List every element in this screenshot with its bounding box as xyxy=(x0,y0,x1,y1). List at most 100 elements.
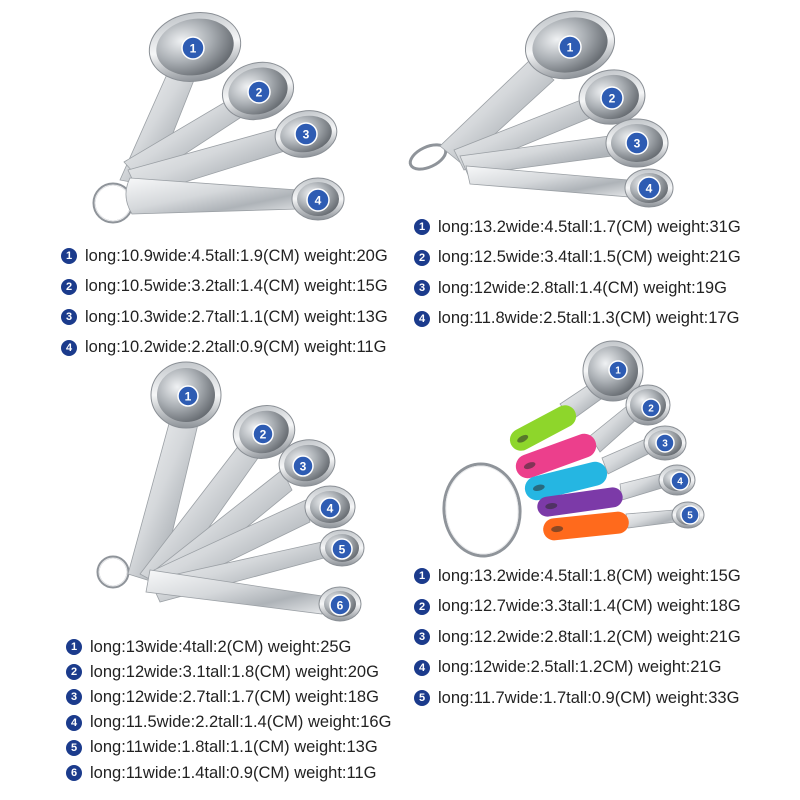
spec-list-set-4: 1 long:13.2wide:4.5tall:1.8(CM) weight:1… xyxy=(414,561,741,714)
spoon-6: 6 xyxy=(145,569,362,622)
number-badge: 5 xyxy=(66,739,82,756)
spoon-number-badge: 2 xyxy=(641,398,661,418)
number-badge: 1 xyxy=(414,219,430,236)
ring-highlight xyxy=(98,557,128,587)
badge-circle xyxy=(181,36,205,60)
spec-text: long:12wide:2.7tall:1.7(CM) weight:18G xyxy=(90,687,379,706)
badge-number: 5 xyxy=(687,511,693,522)
spec-text: long:10.3wide:2.7tall:1.1(CM) weight:13G xyxy=(85,307,388,326)
silicone-grip-orange xyxy=(543,511,629,541)
spec-row: 4 long:12wide:2.5tall:1.2CM) weight:21G xyxy=(414,653,741,684)
number-badge: 3 xyxy=(66,689,82,706)
spoon-set-2-illustration: 1 2 3 xyxy=(408,10,674,208)
number-badge: 2 xyxy=(414,249,430,266)
grip-hole xyxy=(545,502,558,510)
spoon-number-badge: 4 xyxy=(306,188,330,212)
badge-circle xyxy=(177,385,199,407)
silicone-grip-pink xyxy=(515,433,597,479)
badge-circle xyxy=(329,594,351,616)
grip-hole xyxy=(532,484,545,492)
spec-text: long:10.5wide:3.2tall:1.4(CM) weight:15G xyxy=(85,277,388,296)
spec-row: 3 long:12wide:2.8tall:1.4(CM) weight:19G xyxy=(414,273,741,304)
spoon-number-badge: 2 xyxy=(252,423,274,445)
badge-number: 3 xyxy=(303,128,310,142)
badge-number: 2 xyxy=(609,92,616,106)
number-badge: 2 xyxy=(414,598,430,615)
ring-highlight xyxy=(94,184,132,222)
spoon-number-badge: 4 xyxy=(637,176,661,200)
spec-text: long:12wide:2.8tall:1.4(CM) weight:19G xyxy=(438,278,727,297)
badge-number: 1 xyxy=(185,389,192,403)
badge-number: 2 xyxy=(256,86,263,100)
badge-number: 4 xyxy=(646,182,653,196)
silicone-grip-green xyxy=(509,405,577,451)
number-badge: 4 xyxy=(61,339,77,356)
badge-circle xyxy=(319,497,341,519)
number-badge: 3 xyxy=(61,309,77,326)
spoon-5: 5 xyxy=(543,501,705,541)
spoon-number-badge: 3 xyxy=(625,131,649,155)
spoon-set-3-illustration: 1 2 3 xyxy=(96,361,365,622)
grip-body xyxy=(524,461,608,501)
number-badge: 2 xyxy=(66,664,82,681)
spoon-number-badge: 5 xyxy=(331,538,353,560)
number-badge: 4 xyxy=(414,659,430,676)
badge-number: 2 xyxy=(648,404,654,415)
grip-hole xyxy=(551,525,564,533)
spec-row: 5 long:11.7wide:1.7tall:0.9(CM) weight:3… xyxy=(414,683,741,714)
spec-text: long:13.2wide:4.5tall:1.8(CM) weight:15G xyxy=(438,566,741,585)
silicone-grip-purple xyxy=(537,487,623,517)
spoon-number-badge: 3 xyxy=(294,122,318,146)
spoon-number-badge: 1 xyxy=(177,385,199,407)
spec-text: long:11wide:1.4tall:0.9(CM) weight:11G xyxy=(90,763,377,782)
spoon-4: 4 xyxy=(153,485,356,593)
spoon-number-badge: 2 xyxy=(600,86,624,110)
grip-body xyxy=(537,487,623,517)
spoon-handle xyxy=(125,177,299,215)
ring-highlight xyxy=(445,465,519,555)
badge-circle xyxy=(331,538,353,560)
number-badge: 1 xyxy=(66,639,82,656)
spec-row: 2 long:12wide:3.1tall:1.8(CM) weight:20G xyxy=(66,660,391,685)
spec-text: long:12.5wide:3.4tall:1.5(CM) weight:21G xyxy=(438,248,741,267)
spec-list-set-1: 1 long:10.9wide:4.5tall:1.9(CM) weight:2… xyxy=(61,241,388,363)
spec-row: 2 long:12.5wide:3.4tall:1.5(CM) weight:2… xyxy=(414,243,741,274)
spoon-3: 3 xyxy=(524,425,687,501)
spec-row: 2 long:12.7wide:3.3tall:1.4(CM) weight:1… xyxy=(414,592,741,623)
spoon-1: 1 xyxy=(439,10,616,165)
spec-row: 4 long:10.2wide:2.2tall:0.9(CM) weight:1… xyxy=(61,333,388,364)
grip-hole xyxy=(523,462,536,470)
spec-text: long:13wide:4tall:2(CM) weight:25G xyxy=(90,637,352,656)
spoon-number-badge: 3 xyxy=(292,455,314,477)
badge-number: 4 xyxy=(315,194,322,208)
badge-circle xyxy=(294,122,318,146)
silicone-grip-cyan xyxy=(524,461,608,501)
badge-circle xyxy=(252,423,274,445)
badge-circle xyxy=(608,360,628,380)
number-badge: 1 xyxy=(414,568,430,585)
badge-number: 2 xyxy=(260,427,267,441)
spec-row: 1 long:13.2wide:4.5tall:1.7(CM) weight:3… xyxy=(414,212,741,243)
spec-text: long:12wide:2.5tall:1.2CM) weight:21G xyxy=(438,658,722,677)
spoon-number-badge: 4 xyxy=(319,497,341,519)
badge-number: 3 xyxy=(300,459,307,473)
spec-row: 5 long:11wide:1.8tall:1.1(CM) weight:13G xyxy=(66,735,391,760)
badge-circle xyxy=(306,188,330,212)
spoon-number-badge: 2 xyxy=(247,80,271,104)
spec-row: 3 long:10.3wide:2.7tall:1.1(CM) weight:1… xyxy=(61,302,388,333)
badge-circle xyxy=(247,80,271,104)
ring-outline xyxy=(442,462,522,558)
badge-number: 4 xyxy=(327,501,334,515)
grip-hole xyxy=(517,434,529,443)
badge-number: 4 xyxy=(677,477,683,488)
spoon-2: 2 xyxy=(139,405,296,589)
badge-circle xyxy=(641,398,661,418)
spoon-number-badge: 1 xyxy=(558,35,582,59)
spec-text: long:11.8wide:2.5tall:1.3(CM) weight:17G xyxy=(438,309,740,328)
spec-text: long:13.2wide:4.5tall:1.7(CM) weight:31G xyxy=(438,217,741,236)
number-badge: 5 xyxy=(414,690,430,707)
spec-row: 6 long:11wide:1.4tall:0.9(CM) weight:11G xyxy=(66,760,391,785)
spec-row: 4 long:11.8wide:2.5tall:1.3(CM) weight:1… xyxy=(414,304,741,335)
spoon-1: 1 xyxy=(127,361,222,585)
grip-body xyxy=(515,433,597,479)
